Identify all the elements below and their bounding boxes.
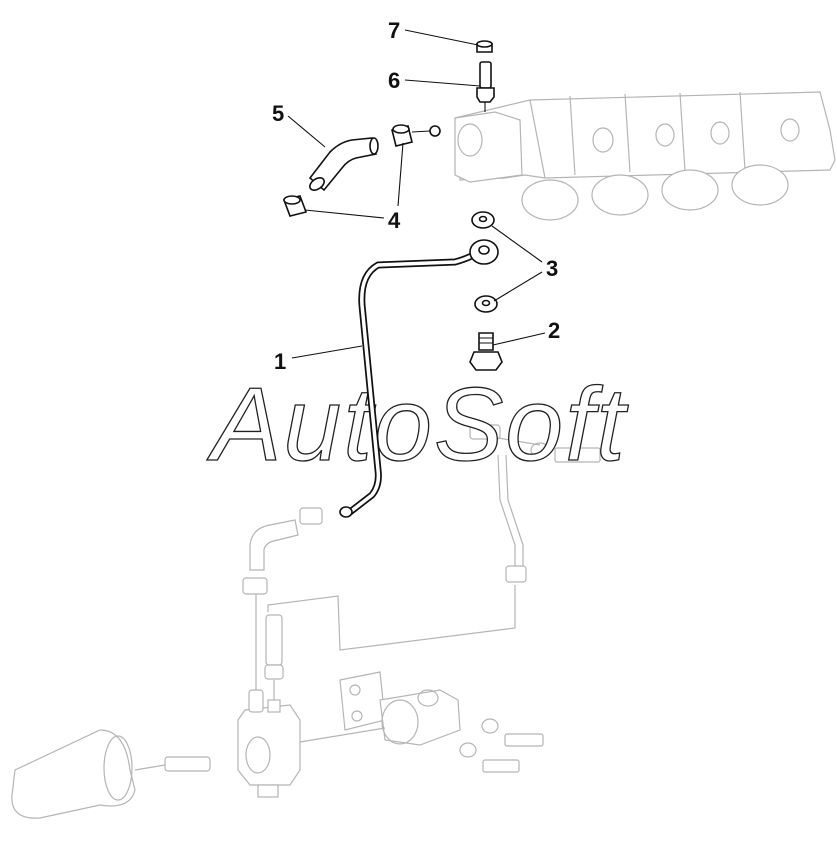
watermark-logo: AutoSoft: [206, 367, 629, 483]
callout-4: 4: [388, 208, 401, 233]
leader-lines: [287, 29, 546, 359]
lower-assembly: [11, 424, 601, 819]
callout-6: 6: [388, 68, 400, 93]
callout-1: 1: [274, 349, 286, 374]
callout-5: 5: [272, 101, 284, 126]
part-2-bolt: [469, 332, 503, 371]
part-5-hose: [308, 137, 379, 192]
callout-3: 3: [546, 256, 558, 281]
part-4-clamps: [282, 124, 441, 217]
part-6-fitting: [476, 61, 495, 112]
part-3-washers: [471, 211, 498, 313]
callout-2: 2: [548, 318, 560, 343]
part-7-cap: [476, 40, 493, 53]
callouts: 1 2 3 4 5 6 7: [272, 18, 560, 374]
callout-7: 7: [388, 18, 400, 43]
part-1-pipe: [339, 239, 499, 518]
exhaust-manifold: [454, 91, 836, 221]
